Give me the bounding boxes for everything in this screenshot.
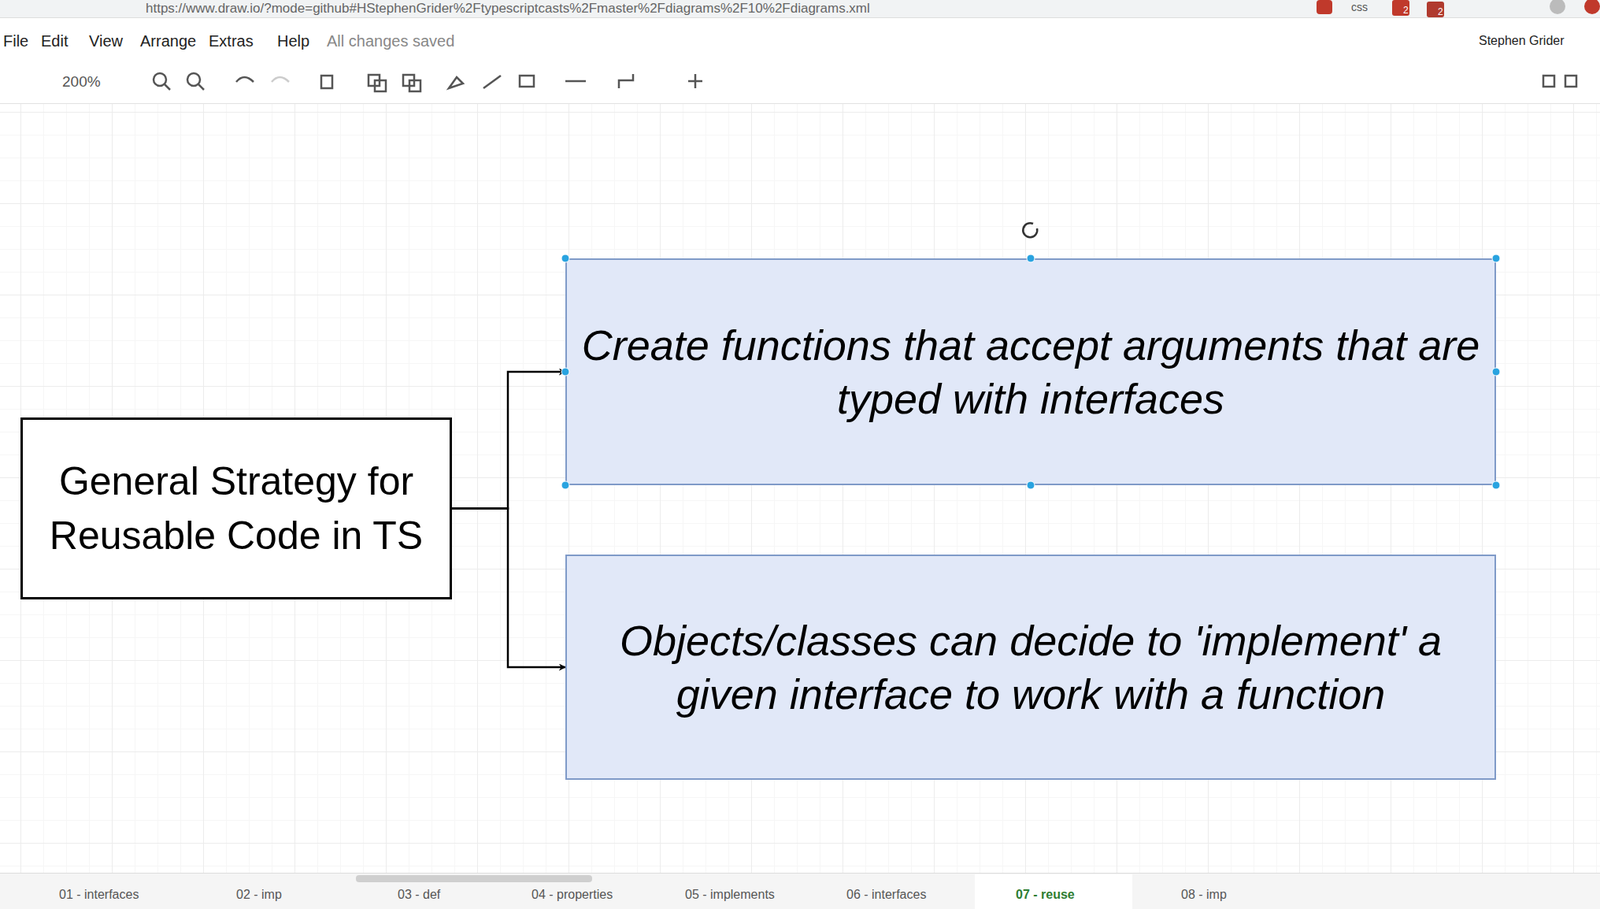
browser-text: css [1351,0,1368,14]
connector-arrow [451,371,566,509]
browser-text: https://www.draw.io/?mode=github#HStephe… [145,0,871,17]
toolbar-icons [153,73,1577,92]
selection-handle [561,481,570,489]
extension-icon [1584,0,1600,15]
menu-item: Arrange [140,32,197,51]
selection-handle [1026,254,1035,263]
scrollbar [355,874,593,882]
selection-handle [561,367,570,376]
page-tab: 01 - interfaces [59,887,139,902]
menu-item: Stephen Grider [1478,33,1565,49]
selection-handle [1492,481,1500,489]
selection-handle [1492,367,1500,376]
menu-item: Edit [40,32,68,51]
process-box: Objects/classes can decide to 'implement… [565,554,1497,780]
box-text: Objects/classes can decide to 'implement… [581,613,1481,721]
menu-item: File [3,32,29,51]
menu-item: 200% [62,73,101,91]
box-text: Create functions that accept arguments t… [581,318,1481,426]
selection-handle [1492,254,1500,263]
menu-item: Extras [208,32,254,51]
extension-icon [1426,1,1445,18]
page-tab: 04 - properties [531,887,613,902]
page-tab: 03 - def [397,887,441,902]
page-tab: 05 - implements [685,887,775,902]
extension-icon [1316,0,1333,15]
toolbar [0,66,1600,104]
page-tab: 08 - imp [1181,887,1227,902]
page-tab: 06 - interfaces [846,887,926,902]
active-tab [974,874,1133,909]
page-tab: 02 - imp [236,887,282,902]
rotate-handle [1022,222,1038,238]
menu-item: Help [277,32,310,51]
page-tab: 07 - reuse [1015,887,1075,902]
menu-item: All changes saved [326,32,455,51]
box-text: General Strategy for Reusable Code in TS [37,454,436,563]
browser-text: 2 [1437,6,1444,18]
selection-handle [1026,481,1035,489]
avatar [1549,0,1566,15]
process-box: Create functions that accept arguments t… [565,258,1497,486]
menu-item: View [88,32,123,51]
connector-arrow [451,508,566,668]
extension-icon [1392,0,1410,16]
process-box: General Strategy for Reusable Code in TS [20,417,452,600]
selection-handle [561,254,570,263]
browser-text: 2 [1403,4,1409,16]
